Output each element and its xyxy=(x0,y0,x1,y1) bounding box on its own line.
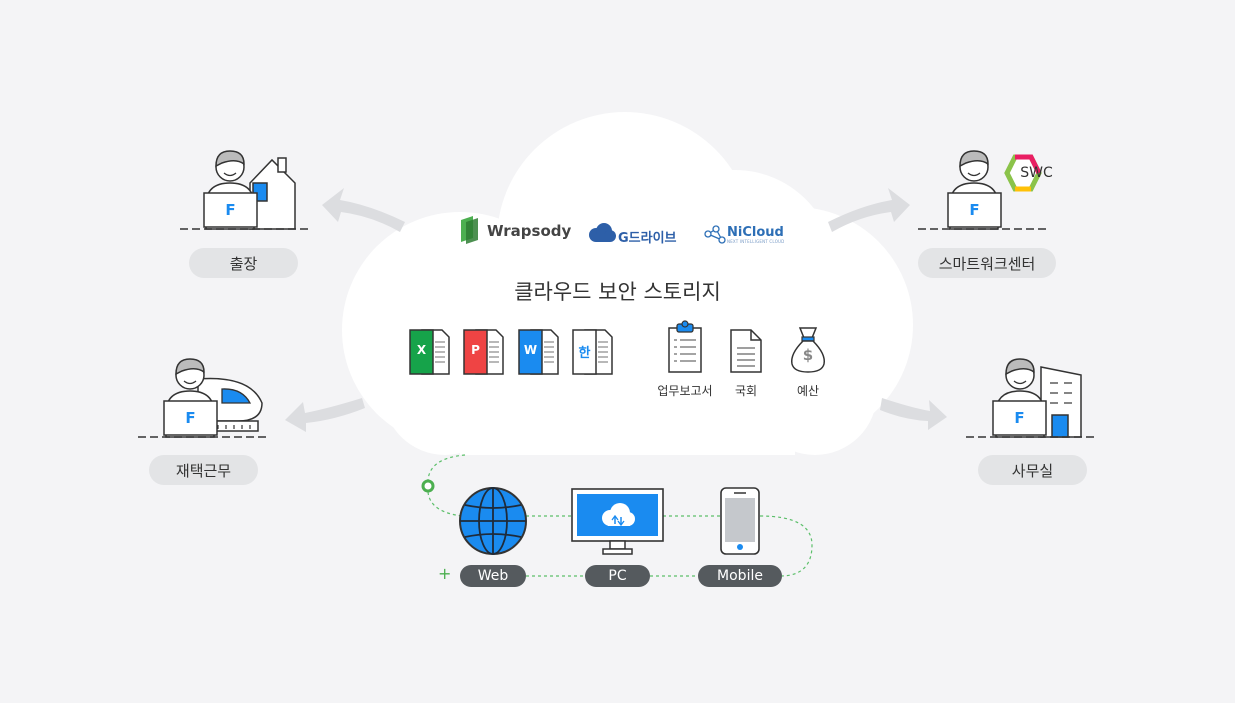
laptop-f-logo: F xyxy=(969,201,980,219)
business-trip-illustration xyxy=(180,150,310,230)
wrapsody-logo-icon xyxy=(461,216,478,244)
pc-label: PC xyxy=(585,565,650,587)
dollar-symbol: $ xyxy=(802,346,814,364)
mobile-phone-icon xyxy=(720,487,760,555)
laptop-f-logo: F xyxy=(185,409,196,427)
business-trip-label: 출장 xyxy=(189,248,298,278)
office-label: 사무실 xyxy=(978,455,1087,485)
remote-work-illustration xyxy=(138,358,270,438)
word-file-icon: W xyxy=(518,328,560,376)
add-plus-icon: + xyxy=(438,564,452,583)
clipboard-report-icon xyxy=(668,320,702,373)
excel-letter: X xyxy=(416,343,427,357)
laptop-f-logo: F xyxy=(1014,409,1025,427)
powerpoint-letter: P xyxy=(471,343,480,357)
nicloud-network-icon xyxy=(704,225,726,244)
laptop-f-logo: F xyxy=(225,201,236,219)
report-label: 업무보고서 xyxy=(657,384,713,398)
device-connectors xyxy=(427,454,813,577)
hwp-file-icon: 한 xyxy=(572,328,614,376)
word-letter: W xyxy=(523,343,538,357)
nicloud-subtitle: NEXT INTELLIGENT CLOUD xyxy=(727,239,785,244)
direction-arrows xyxy=(285,188,947,432)
pc-monitor-icon xyxy=(571,488,664,555)
assembly-label: 국회 xyxy=(734,384,758,398)
connector-start-dot xyxy=(421,479,435,493)
nicloud-brand: NiCloud xyxy=(727,225,784,240)
wrapsody-brand: Wrapsody xyxy=(487,222,572,240)
powerpoint-file-icon: P xyxy=(463,328,505,376)
gdrive-cloud-icon xyxy=(589,223,616,242)
mobile-label: Mobile xyxy=(698,565,782,587)
gdrive-brand: G드라이브 xyxy=(618,231,677,246)
smart-work-center-label: 스마트워크센터 xyxy=(918,248,1056,278)
hwp-letter: 한 xyxy=(578,346,591,361)
excel-file-icon: X xyxy=(409,328,451,376)
money-bag-icon: $ xyxy=(788,326,828,374)
web-globe-icon xyxy=(459,487,527,555)
cloud-title: 클라우드 보안 스토리지 xyxy=(514,280,721,304)
office-illustration xyxy=(966,358,1098,438)
swc-logo-text: SWC xyxy=(1020,165,1053,181)
budget-label: 예산 xyxy=(796,384,820,398)
document-icon xyxy=(730,329,762,373)
web-label: Web xyxy=(460,565,526,587)
remote-work-label: 재택근무 xyxy=(149,455,258,485)
smart-work-center-illustration xyxy=(918,150,1048,230)
